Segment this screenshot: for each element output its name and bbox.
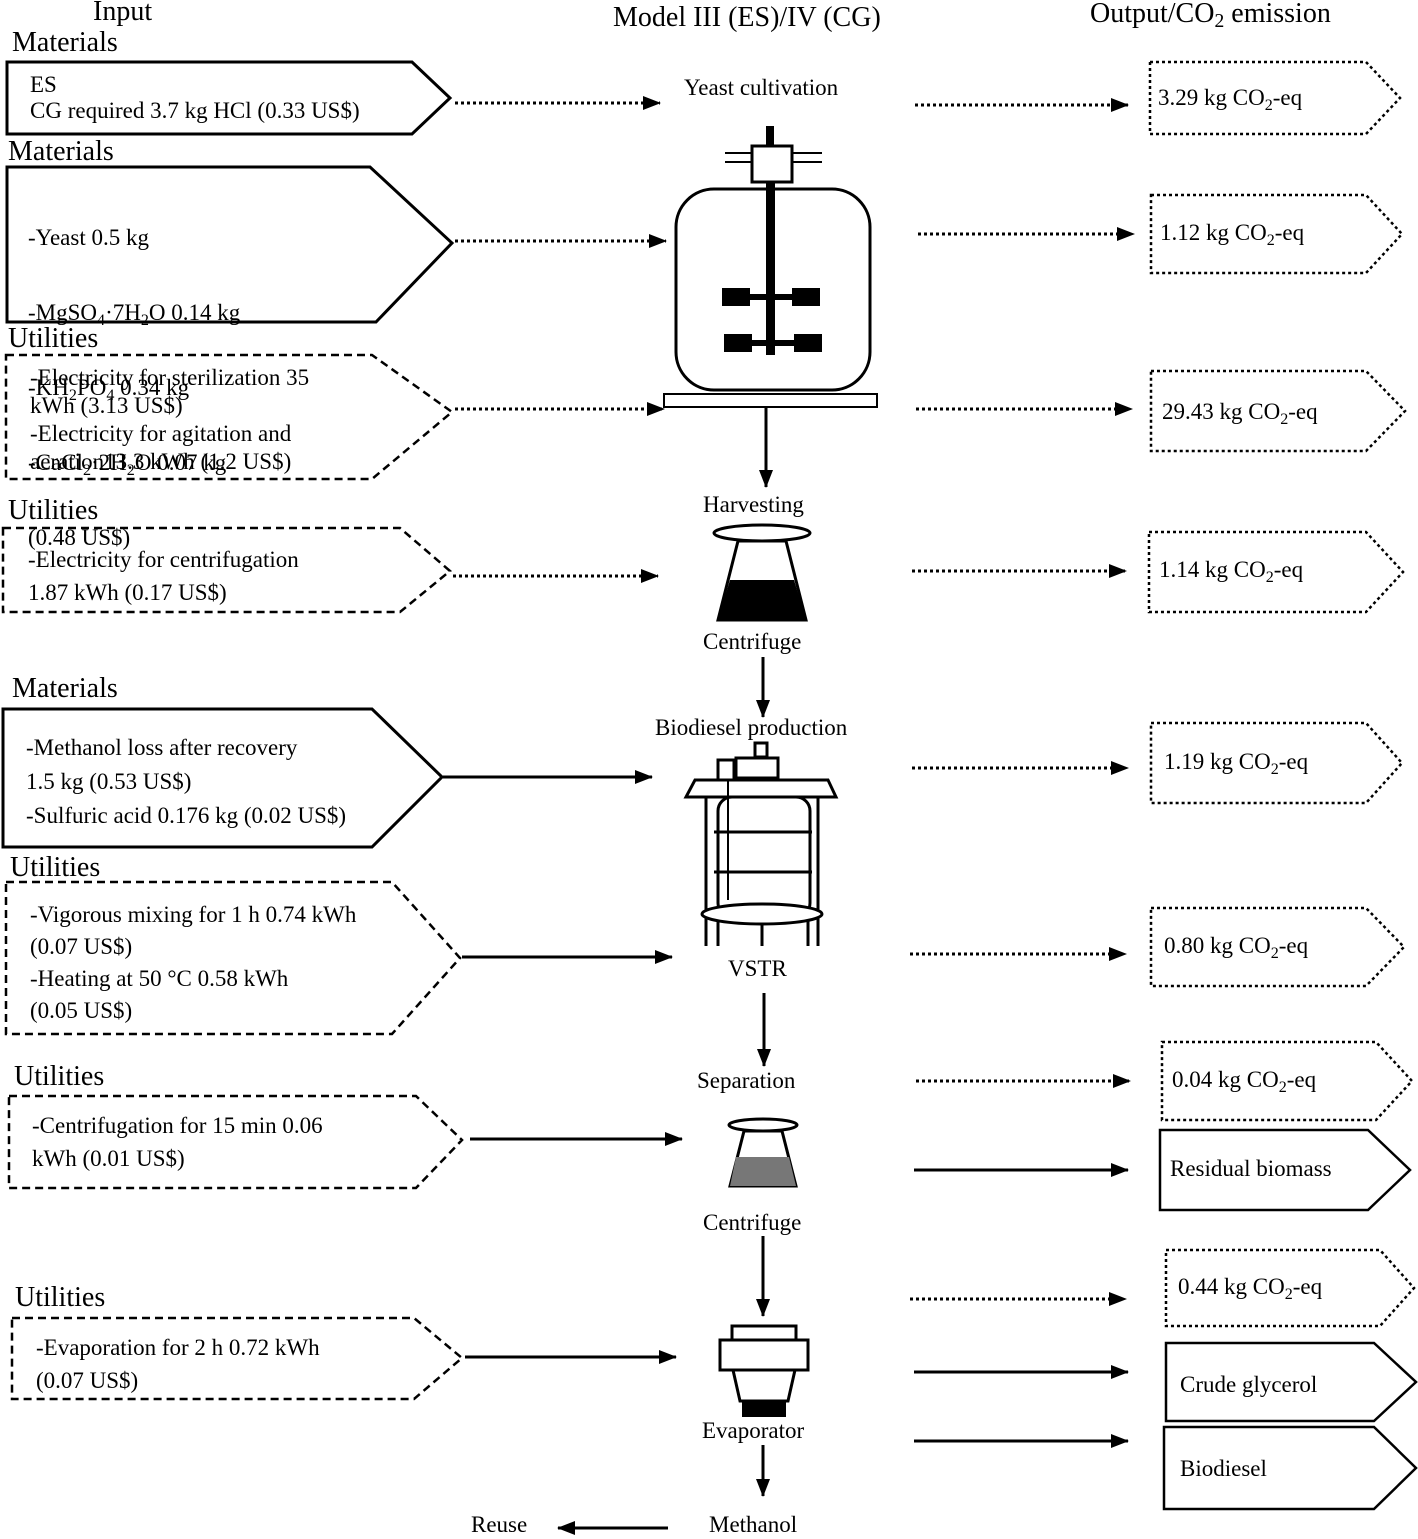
evaporator-icon [718, 1324, 810, 1417]
input-box-5 [1, 707, 445, 849]
process-methanol: Methanol [709, 1512, 798, 1537]
emission-label: 29.43 kg CO2-eq [1162, 399, 1318, 428]
input-box-7 [7, 1094, 464, 1190]
output-box-5 [1149, 721, 1404, 805]
emission-label: 1.19 kg CO2-eq [1164, 749, 1309, 778]
product-biodiesel: Biodiesel [1180, 1456, 1267, 1481]
fermenter-icon [663, 126, 878, 408]
output-box-biodiesel [1162, 1425, 1418, 1511]
process-separation: Separation [697, 1068, 796, 1093]
section-title: Materials [12, 673, 118, 704]
centrifuge-icon-2 [727, 1117, 799, 1188]
section-title: Utilities [14, 1061, 105, 1092]
input-text-8: -Evaporation for 2 h 0.72 kWh(0.07 US$) [36, 1335, 320, 1393]
process-vstr: VSTR [728, 956, 787, 981]
input-text-6: -Vigorous mixing for 1 h 0.74 kWh(0.07 U… [30, 902, 357, 1023]
process-yeast-cultivation: Yeast cultivation [684, 75, 839, 100]
header-output: Output/CO2 emission [1090, 0, 1331, 32]
output-box-1 [1148, 60, 1402, 136]
section-title: Materials [8, 136, 114, 167]
input-box-4 [1, 526, 452, 614]
product-residual-biomass: Residual biomass [1170, 1156, 1332, 1181]
emission-label: 3.29 kg CO2-eq [1158, 85, 1303, 114]
input-box-6 [4, 880, 462, 1036]
output-box-residual-biomass [1158, 1128, 1412, 1212]
output-box-6 [1149, 906, 1406, 988]
section-title: Utilities [10, 852, 101, 883]
formula-kh2po4: -KH2PO4 0.34 kg [28, 375, 190, 404]
output-box-8 [1164, 1248, 1416, 1328]
process-biodiesel-production: Biodiesel production [655, 715, 848, 740]
emission-label: 1.12 kg CO2-eq [1160, 220, 1305, 249]
output-box-2 [1149, 193, 1404, 275]
input-box-1 [5, 60, 453, 136]
process-harvesting: Harvesting [703, 492, 804, 517]
process-centrifuge-2: Centrifuge [703, 1210, 802, 1235]
input-text-2: -Yeast 0.5 kg -MgSO4·7H2O 0.14 kg -KH2PO… [28, 225, 241, 550]
process-reuse: Reuse [471, 1512, 528, 1537]
emission-label: 0.44 kg CO2-eq [1178, 1274, 1323, 1303]
formula-cacl2: -CaCl2·2H2O 0.07 kg [28, 450, 227, 479]
input-box-2 [5, 165, 455, 324]
product-crude-glycerol: Crude glycerol [1180, 1372, 1318, 1397]
emission-label: 0.04 kg CO2-eq [1172, 1067, 1317, 1096]
centrifuge-icon [712, 523, 812, 622]
emission-label: 1.14 kg CO2-eq [1159, 557, 1304, 586]
output-box-7 [1160, 1040, 1414, 1122]
section-title: Materials [12, 27, 118, 58]
input-box-8 [10, 1316, 464, 1401]
section-title: Utilities [8, 495, 99, 526]
output-box-4 [1147, 530, 1405, 614]
header-model: Model III (ES)/IV (CG) [613, 2, 881, 33]
input-box-3 [4, 353, 455, 481]
section-title: Utilities [15, 1282, 106, 1313]
section-title: Utilities [8, 323, 99, 354]
process-centrifuge-1: Centrifuge [703, 629, 802, 654]
process-evaporator: Evaporator [702, 1418, 805, 1443]
emission-label: 0.80 kg CO2-eq [1164, 933, 1309, 962]
header-input: Input [93, 0, 153, 27]
vstr-reactor-icon [683, 741, 839, 946]
formula-mgso4: -MgSO4·7H2O 0.14 kg [28, 300, 241, 329]
output-box-crude-glycerol [1164, 1341, 1418, 1423]
